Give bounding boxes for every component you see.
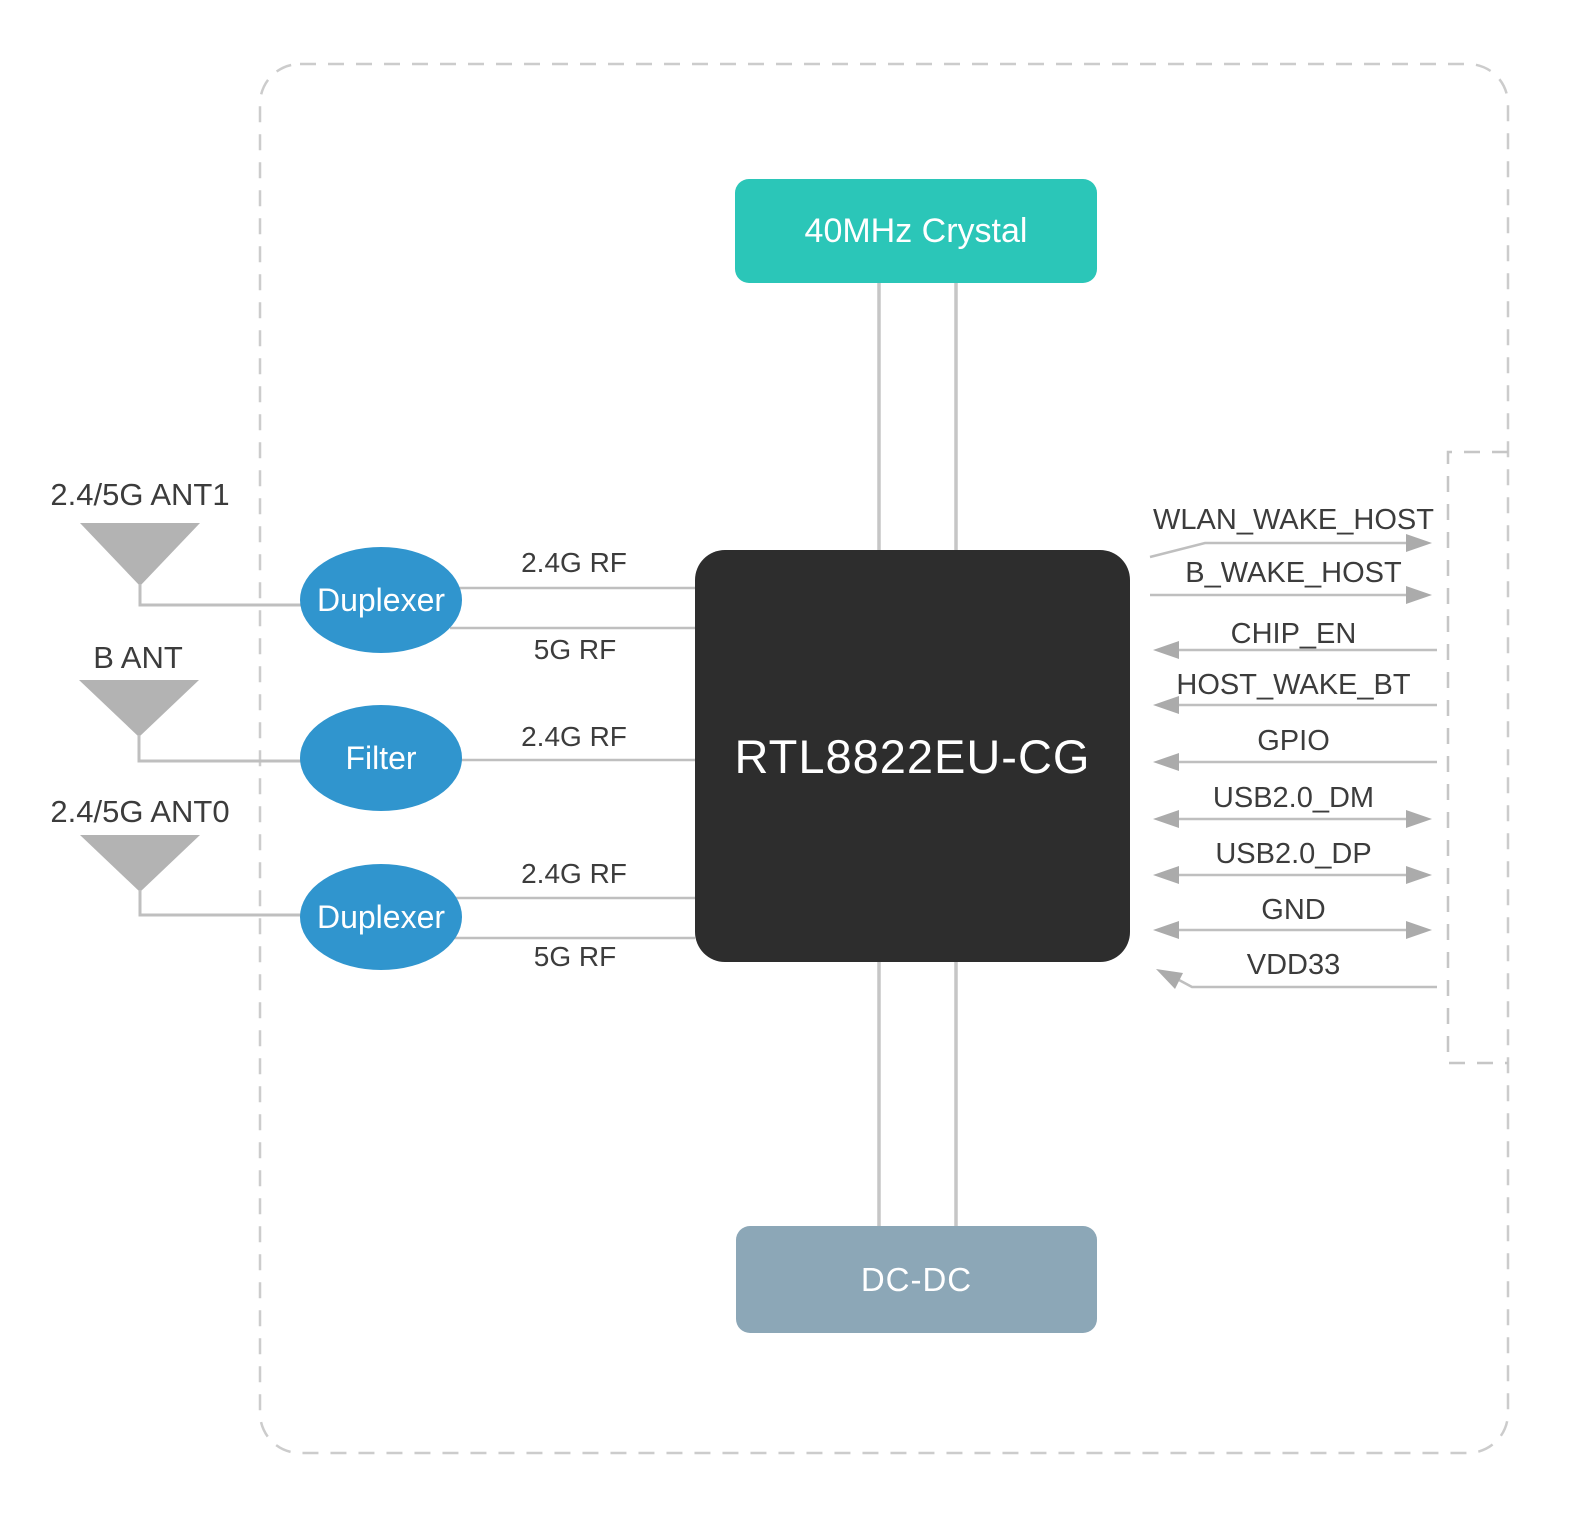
signal-label: VDD33 <box>1246 949 1341 981</box>
host-connector-bracket <box>1446 450 1508 1065</box>
dcdc-block: DC-DC <box>736 1226 1097 1333</box>
antenna-icon <box>79 680 199 737</box>
rf-line-label: 5G RF <box>533 941 617 972</box>
arrow-left-icon <box>1153 641 1179 659</box>
arrow-left-icon <box>1153 866 1179 884</box>
antenna-feed-line <box>137 735 302 763</box>
rf-line-label: 5G RF <box>533 634 617 665</box>
signal-label: WLAN_WAKE_HOST <box>1153 504 1434 536</box>
rf-line-label: 2.4G RF <box>521 858 627 889</box>
filter-label: Filter <box>345 739 417 776</box>
crystal-bus-lines <box>877 283 958 550</box>
antenna-feed-line <box>138 584 302 607</box>
chip-label: RTL8822EU-CG <box>734 729 1091 783</box>
antenna-label: 2.4/5G ANT0 <box>50 794 230 829</box>
rf-line-label: 2.4G RF <box>521 547 627 578</box>
signal-line <box>1149 541 1408 559</box>
signal-label: GPIO <box>1257 725 1330 757</box>
duplexer-block: Duplexer <box>300 547 462 653</box>
arrow-left-icon <box>1153 810 1179 828</box>
crystal-block: 40MHz Crystal <box>735 179 1097 283</box>
arrow-right-icon <box>1406 810 1432 828</box>
antenna-icon <box>80 523 200 586</box>
module-boundary-dashed <box>258 62 1510 1455</box>
arrow-right-icon <box>1406 586 1432 604</box>
signal-label: CHIP_EN <box>1230 618 1357 650</box>
signal-label: B_WAKE_HOST <box>1185 557 1402 589</box>
antenna-label: 2.4/5G ANT1 <box>50 477 230 512</box>
crystal-label: 40MHz Crystal <box>804 211 1028 250</box>
arrow-right-icon <box>1406 866 1432 884</box>
signal-label: HOST_WAKE_BT <box>1176 669 1411 701</box>
antenna-label: B ANT <box>93 640 183 675</box>
filter-block: Filter <box>300 705 462 811</box>
duplexer-label: Duplexer <box>316 581 446 618</box>
rf-line-label: 2.4G RF <box>521 721 627 752</box>
dcdc-bus-lines <box>877 962 958 1226</box>
arrow-right-icon <box>1406 534 1432 552</box>
arrow-left-icon <box>1153 921 1179 939</box>
antenna-icon <box>80 835 200 892</box>
chip-block: RTL8822EU-CG <box>695 550 1130 962</box>
antenna-feed-line <box>138 890 302 917</box>
signal-label: USB2.0_DM <box>1212 782 1375 814</box>
duplexer-label: Duplexer <box>316 898 446 935</box>
arrow-left-icon <box>1153 753 1179 771</box>
arrow-left-icon <box>1156 969 1183 989</box>
signal-label: USB2.0_DP <box>1215 838 1372 870</box>
signal-label: GND <box>1261 894 1326 926</box>
duplexer-block: Duplexer <box>300 864 462 970</box>
dcdc-label: DC-DC <box>860 1260 973 1298</box>
arrow-left-icon <box>1153 696 1179 714</box>
arrow-right-icon <box>1406 921 1432 939</box>
